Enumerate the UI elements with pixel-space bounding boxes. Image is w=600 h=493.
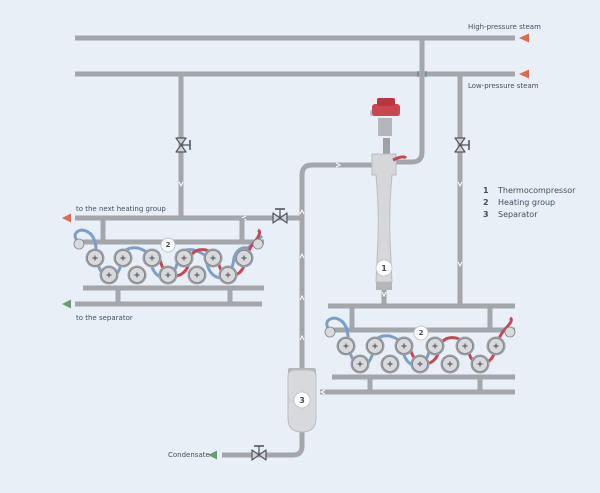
flash-riser xyxy=(299,162,372,372)
group-valve xyxy=(272,208,288,224)
legend-text-2: Heating group xyxy=(498,198,556,207)
marker-separator: 3 xyxy=(299,396,305,405)
legend-num-2: 2 xyxy=(483,198,489,207)
marker-heating-group-upper: 2 xyxy=(165,241,171,249)
flanges xyxy=(417,71,427,77)
label-high-pressure-steam: High-pressure steam xyxy=(468,23,541,31)
label-low-pressure-steam: Low-pressure steam xyxy=(468,82,539,90)
legend-num-3: 3 xyxy=(483,210,489,219)
label-condensate: Condensate xyxy=(168,451,210,459)
thermocompressor xyxy=(370,98,408,290)
separator xyxy=(287,368,317,433)
steam-headers xyxy=(75,35,515,77)
label-to-next-heating-group: to the next heating group xyxy=(76,205,166,213)
legend-num-1: 1 xyxy=(483,186,489,195)
lp-left-valve xyxy=(175,137,191,153)
legend-text-1: Thermocompressor xyxy=(498,186,576,195)
upper-heating-group xyxy=(73,218,264,304)
high-pressure-arrow xyxy=(519,33,529,43)
hp-drive-line xyxy=(393,38,425,165)
low-pressure-arrow xyxy=(519,69,529,79)
marker-thermocompressor: 1 xyxy=(381,264,387,273)
lp-right-valve xyxy=(454,137,470,153)
piping xyxy=(75,38,515,458)
separator-arrow xyxy=(62,299,71,309)
next-group-arrow xyxy=(62,213,71,223)
condensate-valve xyxy=(251,445,267,461)
label-to-separator: to the separator xyxy=(76,314,133,322)
legend-text-3: Separator xyxy=(498,210,538,219)
condensate-arrow xyxy=(208,450,217,460)
lower-heating-group xyxy=(324,306,516,392)
marker-heating-group-lower: 2 xyxy=(418,329,424,337)
condensate-line xyxy=(222,418,305,458)
